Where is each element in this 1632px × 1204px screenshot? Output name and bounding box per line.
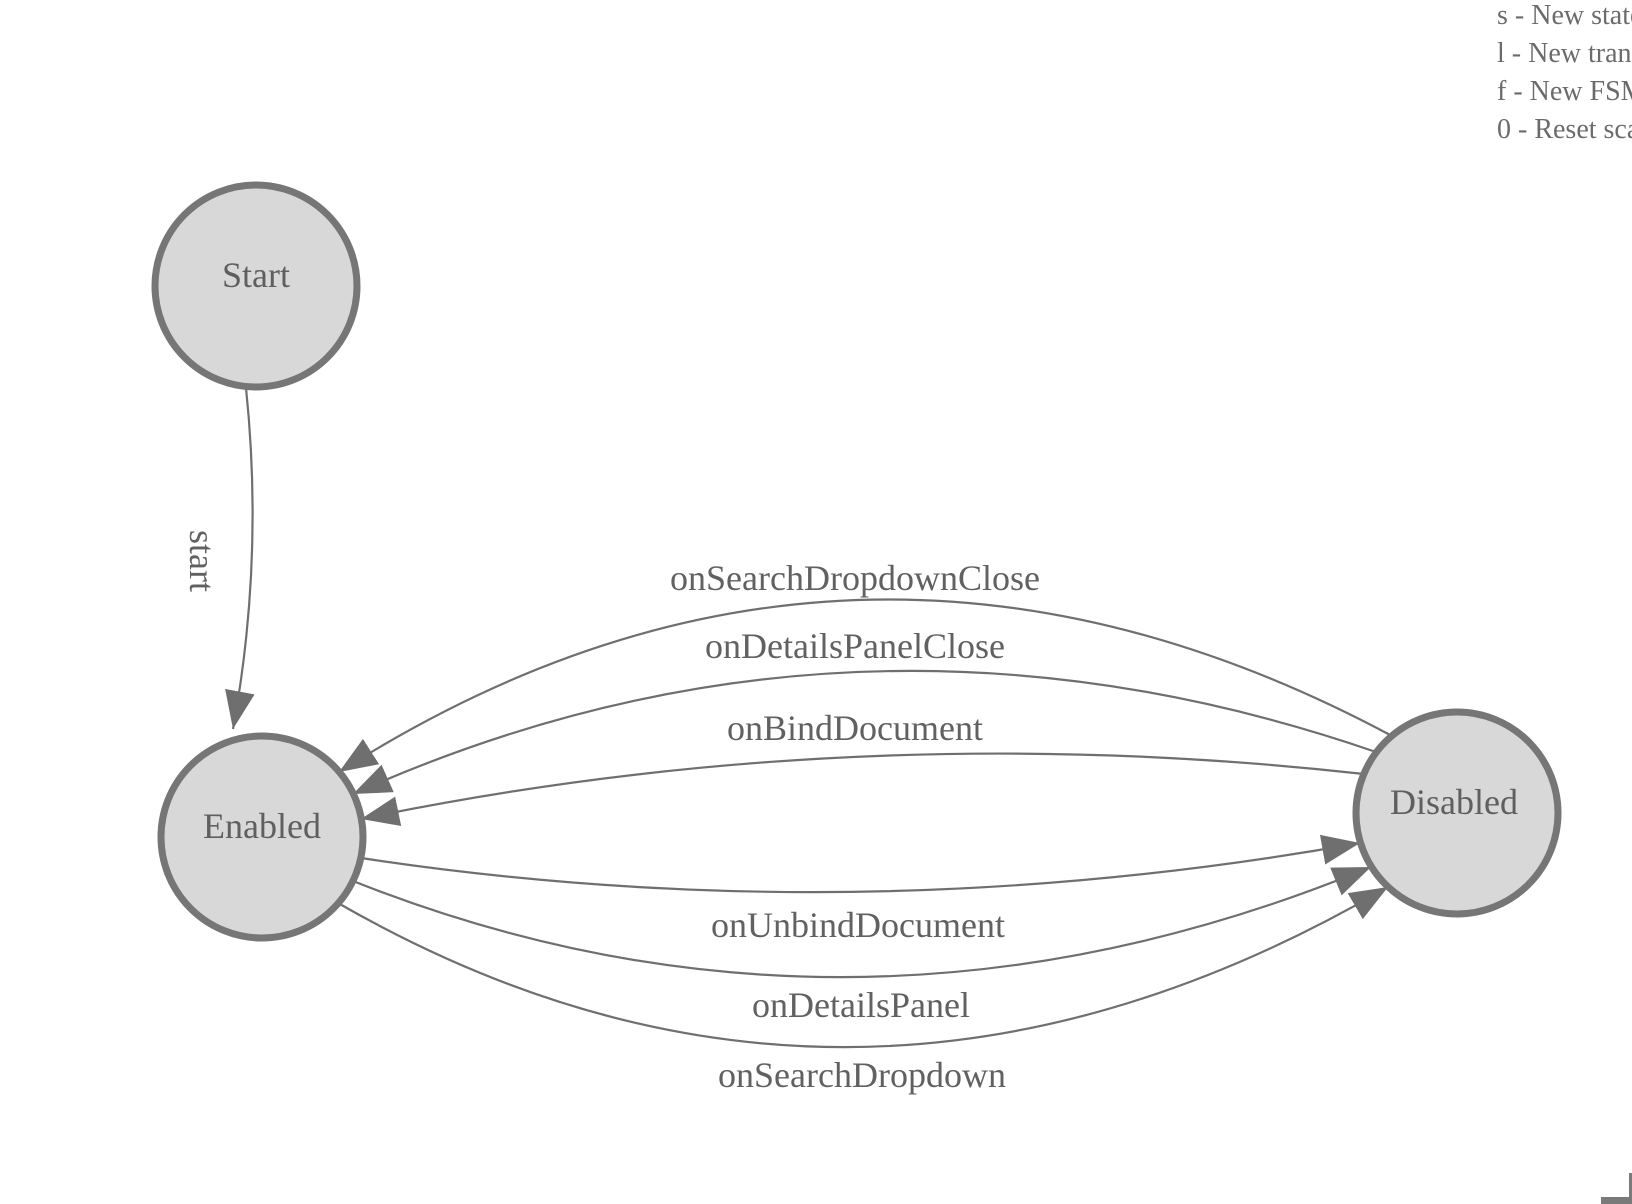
- edge-onUnbindDocument[interactable]: [360, 834, 1361, 894]
- state-label-disabled: Disabled: [1390, 782, 1518, 822]
- edge-label-start: start: [182, 530, 222, 592]
- edge-onSearchDropdown[interactable]: [337, 886, 1389, 1049]
- shortcut-legend: s - New state l - New transition f - New…: [1497, 0, 1632, 149]
- state-circle-enabled[interactable]: [157, 732, 367, 942]
- state-node-disabled[interactable]: Disabled: [1352, 708, 1562, 918]
- edge-onBindDocument[interactable]: [360, 752, 1365, 826]
- legend-item-reset-scale: 0 - Reset scale: [1497, 114, 1632, 145]
- edges: [225, 387, 1393, 1049]
- canvas-corner-vertical-edge: [1629, 1173, 1632, 1204]
- legend-item-new-state: s - New state: [1497, 0, 1632, 31]
- canvas-corner-horizontal-edge: [1601, 1197, 1632, 1204]
- edge-labels: start onSearchDropdownClose onDetailsPan…: [182, 530, 1040, 1095]
- edge-label-onSearchDropdown: onSearchDropdown: [718, 1055, 1006, 1095]
- state-node-start[interactable]: Start: [151, 181, 361, 391]
- edge-label-onSearchDropdownClose: onSearchDropdownClose: [670, 558, 1040, 598]
- legend-item-new-transition: l - New transition: [1497, 38, 1632, 69]
- edge-label-onUnbindDocument: onUnbindDocument: [711, 905, 1005, 945]
- edge-onDetailsPanel[interactable]: [352, 865, 1372, 979]
- edge-label-onDetailsPanel: onDetailsPanel: [752, 985, 970, 1025]
- edge-label-onBindDocument: onBindDocument: [727, 708, 983, 748]
- edge-label-onDetailsPanelClose: onDetailsPanelClose: [705, 626, 1005, 666]
- edge-onSearchDropdownClose[interactable]: [338, 598, 1393, 773]
- edge-start-to-enabled[interactable]: [225, 387, 255, 730]
- state-label-enabled: Enabled: [203, 806, 321, 846]
- state-label-start: Start: [222, 255, 290, 295]
- state-circle-disabled[interactable]: [1352, 708, 1562, 918]
- edge-onDetailsPanelClose[interactable]: [352, 669, 1377, 796]
- state-node-enabled[interactable]: Enabled: [157, 732, 367, 942]
- legend-item-new-fsm: f - New FSM: [1497, 76, 1632, 107]
- state-circle-start[interactable]: [151, 181, 361, 391]
